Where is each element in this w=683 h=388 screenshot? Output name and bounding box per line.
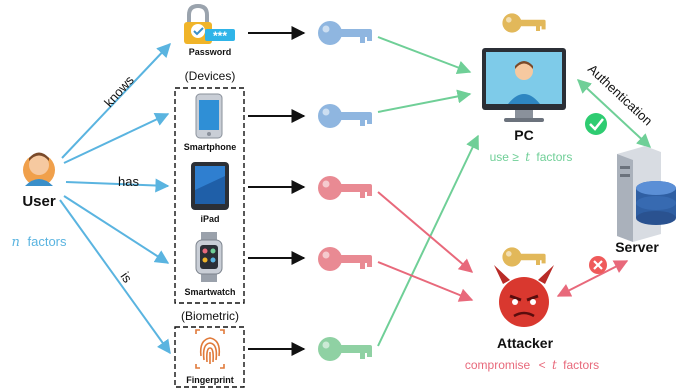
- user-factors-text: factors: [27, 234, 67, 249]
- pc-rule-suffix: factors: [536, 150, 572, 164]
- user-avatar: [23, 152, 55, 186]
- arrow-user-smartphone: [63, 113, 170, 164]
- relation-knows: knows: [101, 72, 137, 110]
- password-mask: ***: [213, 29, 227, 43]
- biometric-group-label: (Biometric): [181, 309, 239, 323]
- check-icon: [585, 113, 607, 135]
- attacker-rule: compromise < t factors: [465, 358, 599, 372]
- attacker-server-arrow: [556, 260, 629, 297]
- attacker-rule-symbol: t: [552, 358, 557, 372]
- key-fingerprint-icon: [318, 337, 372, 361]
- cross-icon: [589, 256, 607, 274]
- pc-gold-key-icon: [502, 13, 546, 33]
- fingerprint-label: Fingerprint: [186, 375, 234, 385]
- key-password-icon: [318, 21, 372, 45]
- arrow-user-ipad: [65, 178, 170, 193]
- pc-rule-symbol: t: [525, 150, 530, 164]
- devices-group-box: [174, 87, 245, 304]
- user-factors: n factors: [11, 234, 67, 250]
- attacker-rule-lt: <: [539, 358, 546, 372]
- user-title: User: [22, 193, 56, 210]
- ipad-icon: [191, 162, 229, 210]
- key-smartphone-icon: [318, 104, 372, 128]
- pc-monitor-icon: [482, 48, 566, 122]
- pc-rule-prefix: use ≥: [490, 150, 520, 164]
- ipad-label: iPad: [200, 214, 219, 224]
- attacker-title: Attacker: [497, 335, 554, 351]
- arrow-key-password-pc: [377, 36, 472, 75]
- attacker-rule-prefix: compromise: [465, 358, 531, 372]
- attacker-gold-key-icon: [502, 247, 546, 267]
- server-icon: [617, 146, 676, 242]
- user-factors-symbol: n: [11, 235, 19, 250]
- pc-title: PC: [514, 127, 533, 143]
- arrow-user-password: [61, 42, 171, 159]
- arrow-user-smartwatch: [63, 195, 170, 264]
- arrow-user-fingerprint: [59, 199, 171, 355]
- devices-group-label: (Devices): [185, 69, 236, 83]
- arrow-key-smartwatch-attacker: [377, 261, 474, 302]
- key-ipad-icon: [318, 176, 372, 200]
- server-title: Server: [615, 239, 659, 255]
- smartwatch-icon: [195, 232, 223, 282]
- attacker-devil-icon: [494, 265, 554, 327]
- smartwatch-label: Smartwatch: [184, 287, 235, 297]
- relation-has: has: [118, 174, 139, 189]
- biometric-group-box: [174, 326, 245, 388]
- password-icon: [184, 3, 235, 44]
- password-label: Password: [189, 47, 232, 57]
- attacker-rule-suffix: factors: [563, 358, 599, 372]
- arrow-key-ipad-attacker: [377, 191, 474, 273]
- arrow-key-fingerprint-pc: [377, 134, 479, 347]
- fingerprint-icon: [195, 329, 225, 369]
- pc-rule: use ≥ t factors: [490, 150, 573, 164]
- smartphone-icon: [195, 93, 223, 139]
- smartphone-label: Smartphone: [184, 142, 237, 152]
- key-smartwatch-icon: [318, 247, 372, 271]
- authentication-arrow: [576, 79, 652, 148]
- arrow-key-smartphone-pc: [377, 89, 472, 113]
